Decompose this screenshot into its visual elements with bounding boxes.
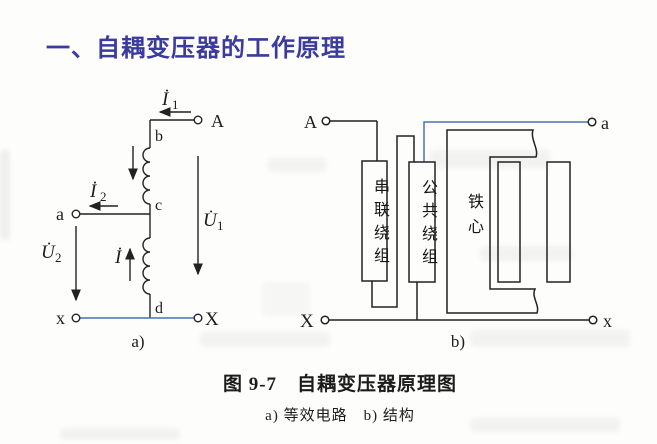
terminal-x-circle — [71, 313, 81, 323]
common-winding-label: 公共绕组 — [419, 179, 436, 271]
current-i1-symbol: İ — [161, 89, 170, 110]
node-c-label: c — [155, 197, 162, 214]
diagram-a-label: a) — [131, 332, 144, 351]
current-i-symbol: İ — [114, 247, 123, 268]
node-d-label: d — [155, 300, 163, 317]
terminal-A-circle-b — [321, 116, 331, 126]
voltage-u1-symbol: U̇ — [203, 209, 218, 231]
terminal-A-label: A — [211, 111, 224, 131]
terminal-a-label-b: a — [601, 113, 609, 133]
series-coil — [142, 147, 151, 205]
figure-subcaption: a) 等效电路 b) 结构 — [265, 408, 415, 424]
terminal-X-label-b: X — [300, 311, 314, 332]
current-i1-subscript: 1 — [172, 97, 179, 112]
voltage-u2-subscript: 2 — [55, 250, 62, 265]
terminal-A-label-b: A — [304, 112, 317, 132]
common-coil — [142, 237, 151, 295]
diagram-b-label: b) — [451, 332, 465, 351]
terminal-a-circle — [71, 209, 81, 219]
voltage-u1-subscript: 1 — [217, 218, 224, 233]
terminal-x-circle-b — [588, 315, 598, 325]
wire-series-to-common — [371, 135, 415, 308]
figure-caption: 图 9-7 自耦变压器原理图 — [222, 374, 458, 395]
terminal-x-label: x — [56, 308, 65, 328]
iron-core-middle-limb — [497, 161, 521, 283]
terminal-x-label-b: x — [603, 311, 612, 331]
terminal-a-label: a — [56, 204, 64, 224]
common-winding-box — [408, 161, 436, 283]
iron-core-outline — [446, 129, 539, 314]
terminal-A-circle — [193, 115, 203, 125]
current-i2-symbol: İ — [89, 181, 98, 202]
iron-core-right-limb — [546, 161, 571, 283]
terminal-X-circle-b — [320, 315, 330, 325]
series-winding-box — [361, 160, 388, 282]
terminal-a-circle-b — [587, 117, 597, 127]
iron-core-label: 铁心 — [465, 193, 482, 243]
equivalent-circuit-diagram — [71, 107, 203, 323]
wire-a-to-common — [423, 121, 588, 162]
page-title: 一、自耦变压器的工作原理 — [46, 34, 346, 62]
structure-diagram — [320, 116, 598, 325]
series-winding-label: 串联绕组 — [371, 178, 388, 270]
voltage-u2-symbol: U̇ — [41, 241, 56, 263]
current-i2-subscript: 2 — [100, 189, 107, 204]
node-b-label: b — [155, 128, 163, 145]
terminal-X-label: X — [205, 309, 219, 330]
terminal-X-circle — [193, 313, 203, 323]
